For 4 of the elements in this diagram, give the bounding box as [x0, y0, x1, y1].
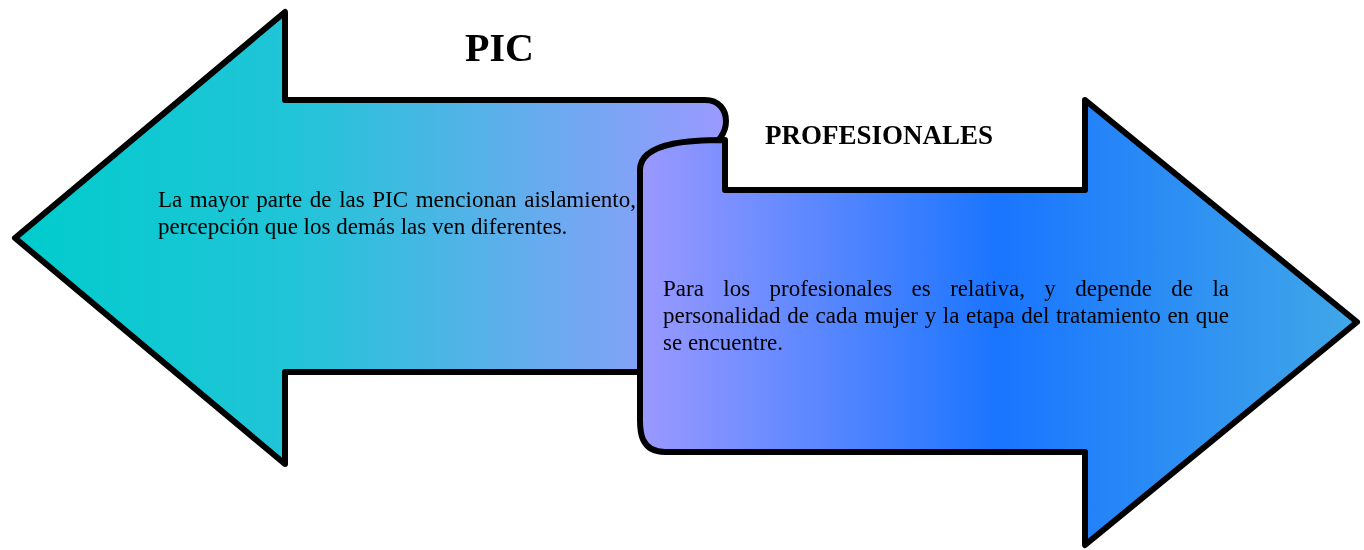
heading-text: PROFESIONALES	[765, 120, 994, 151]
body-text: Para los profesionales es relativa, y depende de la personalidad de cada mujer y la etapa del tratamiento en que se encuentre.	[663, 275, 1229, 356]
body-text: La mayor parte de las PIC mencionan aislamiento, percepción que los demás las ven diferentes.	[158, 186, 636, 240]
heading-text: PIC	[465, 24, 534, 71]
